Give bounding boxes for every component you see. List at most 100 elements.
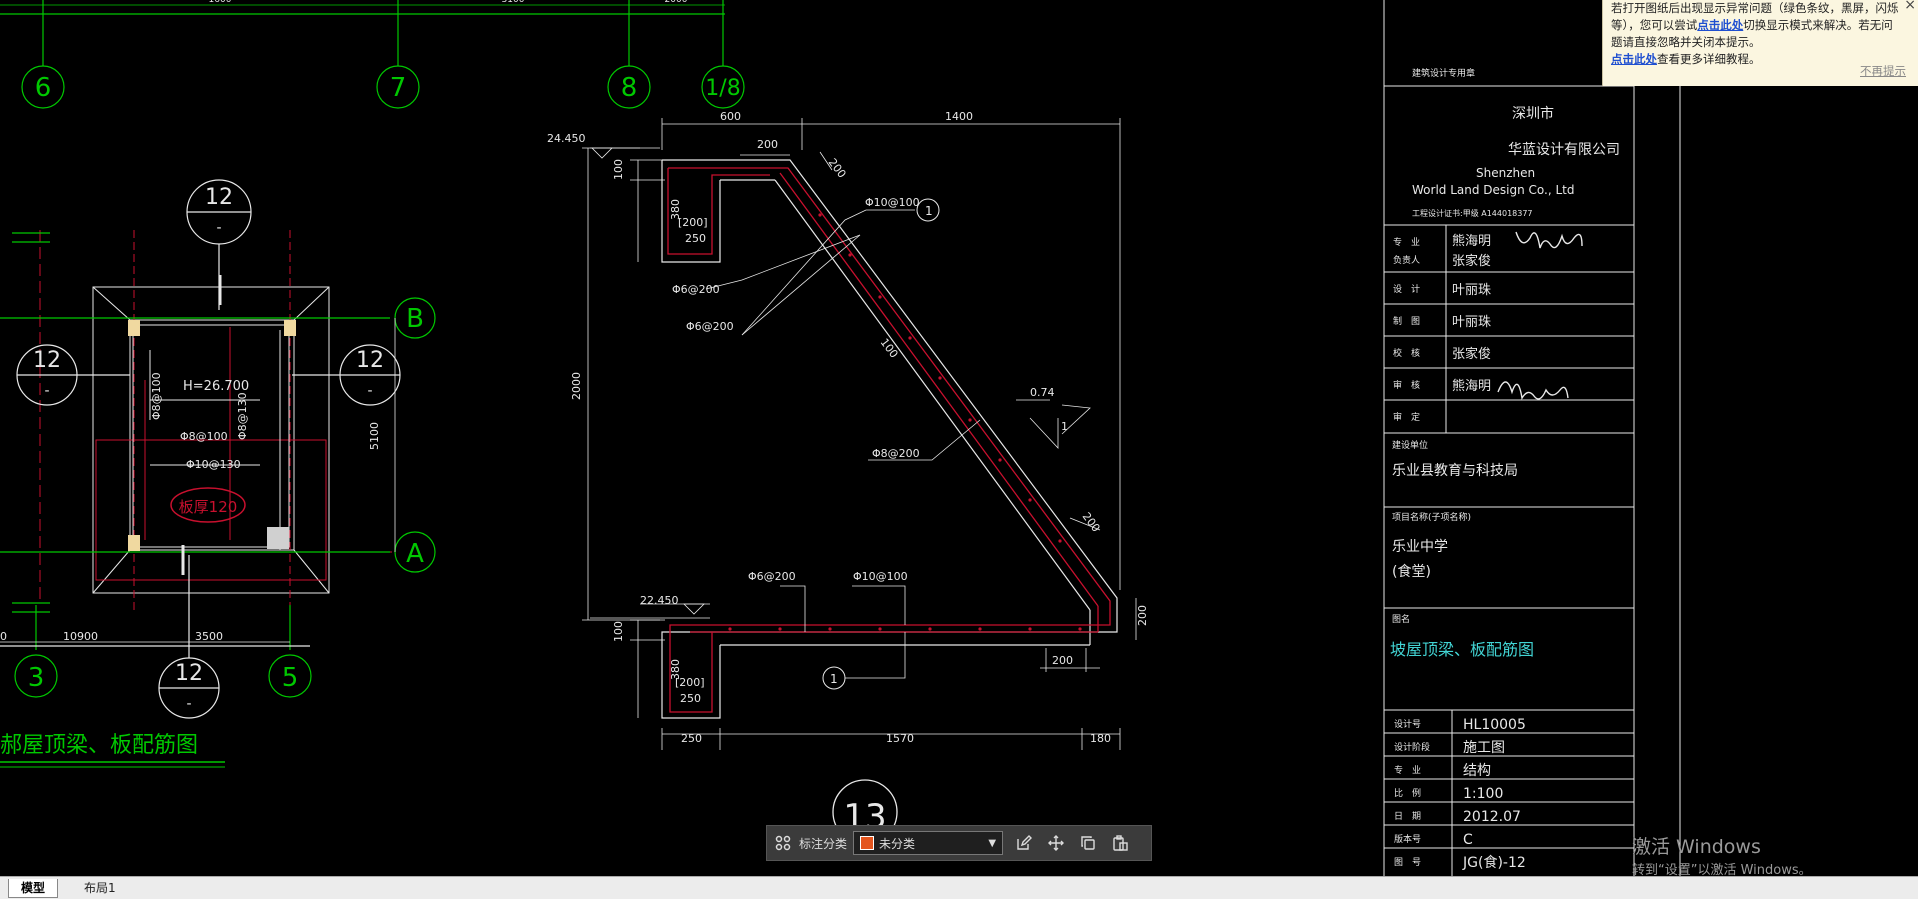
display-issue-notice: 若打开图纸后出现显示异常问题（绿色条纹，黑屏，闪烁等），您可以尝试点击此处切换显… (1602, 0, 1918, 86)
tb-info-value-4: 2012.07 (1463, 809, 1521, 825)
dim-1570: 1570 (886, 732, 914, 745)
dim-250-bot: 250 (680, 692, 701, 705)
tab-layout1[interactable]: 布局1 (84, 881, 116, 895)
bar-phi10-100-bot: Φ10@100 (853, 570, 908, 583)
notice-dismiss-link[interactable]: 不再提示 (1860, 64, 1906, 78)
tb-check-value: 张家俊 (1452, 346, 1491, 362)
tb-project-value2: (食堂) (1392, 563, 1431, 580)
dim-250: 250 (681, 732, 702, 745)
layout-tab-bar: 模型 布局1 (0, 876, 1918, 899)
dim-200-diag: 200 (826, 156, 849, 181)
grid-label-1-8: 1/8 (705, 76, 740, 101)
notice-link-switch-mode[interactable]: 点击此处 (1697, 18, 1744, 32)
section-dash-right: - (367, 383, 372, 399)
section-dash-top: - (216, 220, 221, 236)
slab-marker (170, 487, 246, 523)
tb-company-name: 华蓝设计有限公司 (1508, 142, 1620, 158)
annotation-category-label: 标注分类 (799, 836, 848, 851)
grid-bubble-7 (376, 65, 420, 109)
plan-bar-2: Φ10@130 (186, 458, 241, 471)
dim-100-mid: 100 (878, 336, 901, 361)
tb-info-label-6: 图 号 (1394, 857, 1421, 868)
slope-value: 0.74 (1030, 386, 1055, 399)
slab-thickness: 板厚120 (179, 498, 238, 516)
title-block (1383, 0, 1681, 876)
tb-client-value: 乐业县教育与科技局 (1392, 463, 1518, 479)
tb-review-label: 审 核 (1393, 379, 1420, 391)
plan-bar-v1: Φ8@100 (150, 372, 163, 420)
copy-icon[interactable] (1077, 832, 1099, 854)
dim-200-right: 200 (1136, 605, 1149, 626)
tb-check-label: 校 核 (1393, 347, 1420, 359)
grid-label-6: 6 (35, 73, 52, 103)
section-num-bottom: 12 (175, 661, 203, 686)
annotation-toolbar: 标注分类 未分类 ▼ (766, 825, 1152, 861)
tb-draw-label: 制 图 (1393, 315, 1420, 327)
grid-label-B: B (406, 304, 424, 334)
grid-label-8: 8 (621, 73, 638, 103)
bar-phi6-200-bot: Φ6@200 (748, 570, 796, 583)
tb-design-label: 设 计 (1393, 283, 1420, 295)
dim-180: 180 (1090, 732, 1111, 745)
tb-info-label-1: 设计阶段 (1394, 741, 1430, 753)
tb-design-value: 叶丽珠 (1452, 283, 1491, 298)
slope-one: 1 (1061, 420, 1068, 433)
dim-100-top: 100 (612, 159, 625, 180)
top-axis-grid (0, 0, 745, 109)
tab-model[interactable]: 模型 (8, 879, 59, 898)
notice-text-1: 若打开图纸后出现显示异常问题（绿色条纹，黑屏，闪烁等），您可以尝试 (1611, 1, 1899, 32)
activate-line-1: 激活 Windows (1632, 836, 1761, 858)
dim-top-3: 2000 (665, 0, 688, 5)
section-dash-left: - (44, 383, 49, 399)
mark-1-bottom: 1 (830, 672, 838, 686)
grid-icon[interactable] (772, 832, 794, 854)
elev-top: 24.450 (547, 132, 586, 145)
notice-link-tutorial[interactable]: 点击此处 (1611, 52, 1657, 66)
chevron-down-icon: ▼ (988, 837, 997, 849)
dim-600: 600 (720, 110, 741, 123)
tb-prof-label2: 负责人 (1393, 254, 1420, 266)
bar-phi6-200-a: Φ6@200 (672, 283, 720, 296)
grid-bubble-1-8 (701, 65, 745, 109)
signature (1497, 231, 1583, 400)
dim-250-top: 250 (685, 232, 706, 245)
close-icon[interactable]: × (1904, 0, 1916, 13)
section-detail (582, 118, 1137, 845)
grid-label-3: 3 (28, 663, 45, 693)
plan-bar-1: Φ8@100 (180, 430, 228, 443)
grid-bubble-8 (607, 65, 651, 109)
tb-info-label-0: 设计号 (1394, 718, 1421, 730)
tb-client-label: 建设单位 (1392, 439, 1428, 451)
tb-project-value1: 乐业中学 (1392, 539, 1448, 555)
tb-info-label-3: 比 例 (1394, 787, 1421, 799)
grid-bubble-6 (21, 65, 65, 109)
tb-company-city: 深圳市 (1512, 105, 1554, 122)
edit-icon[interactable] (1013, 832, 1035, 854)
tb-company-en1: Shenzhen (1476, 166, 1535, 180)
move-icon[interactable] (1045, 832, 1067, 854)
mark-1-top: 1 (925, 204, 933, 218)
tb-approve-label: 审 定 (1393, 411, 1420, 423)
paste-icon[interactable] (1109, 832, 1131, 854)
dim-left: 0 (0, 630, 7, 643)
section-num-right: 12 (356, 348, 384, 373)
tb-info-value-6: JG(食)-12 (1462, 854, 1526, 871)
annotation-category-value: 未分类 (879, 836, 916, 851)
tb-prof-label1: 专 业 (1393, 236, 1420, 248)
dim-1400: 1400 (945, 110, 973, 123)
tb-cert: 工程设计证书:甲级 A144018377 (1412, 208, 1533, 218)
plan-height: H=26.700 (183, 379, 249, 394)
dim-200-low: 200 (1052, 654, 1073, 667)
bar-phi6-200-b: Φ6@200 (686, 320, 734, 333)
dim-top-2: 3100 (502, 0, 525, 5)
tb-info-value-0: HL10005 (1463, 717, 1526, 733)
annotation-category-select[interactable]: 未分类 ▼ (853, 831, 1004, 855)
bar-phi10-100-top: Φ10@100 (865, 196, 920, 209)
tb-drawing-label: 图名 (1392, 613, 1410, 625)
tb-info-label-5: 版本号 (1394, 833, 1421, 845)
dim-3500: 3500 (195, 630, 223, 643)
tb-info-value-5: C (1463, 832, 1473, 848)
dim-top-1: 1600 (209, 0, 232, 5)
tb-project-label: 项目名称(子项名称) (1392, 511, 1471, 523)
